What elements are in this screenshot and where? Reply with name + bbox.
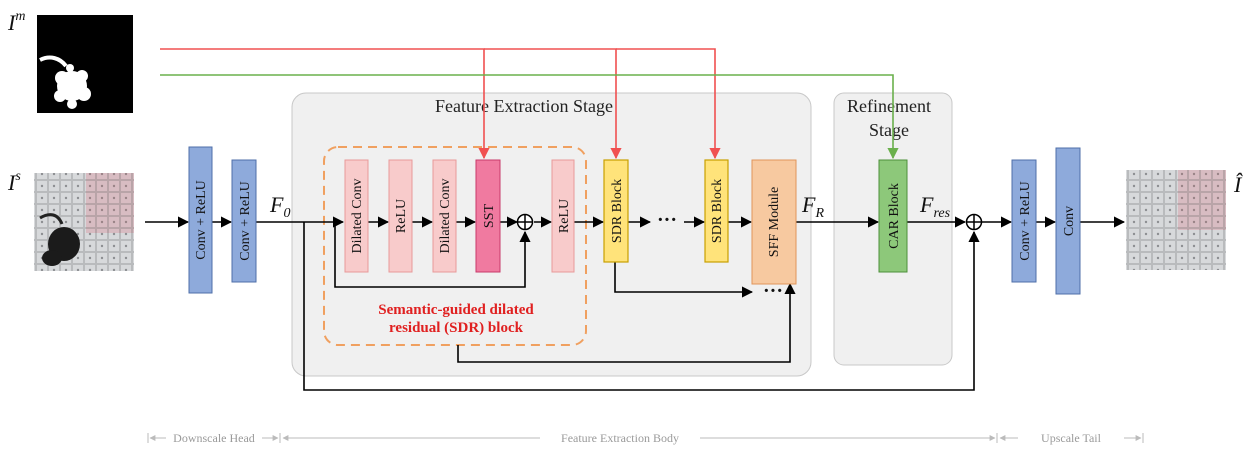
sdr-caption-line1: Semantic-guided dilated — [378, 302, 534, 318]
tail-conv-label: Conv — [1062, 206, 1077, 236]
car-block — [878, 159, 908, 273]
sum-node-global — [965, 213, 983, 231]
body-ellipsis: ··· — [657, 209, 677, 231]
refinement-title-line2: Stage — [869, 120, 909, 140]
footer-downscale-span — [147, 433, 281, 443]
sdr-sst-label: SST — [482, 203, 497, 228]
mask-guide-to-sdr2 — [616, 48, 721, 160]
head-conv-relu-1-label: Conv + ReLU — [194, 180, 209, 259]
image-symbol: Is — [7, 169, 21, 195]
head-conv-relu-1 — [188, 146, 213, 294]
car-block-label: CAR Block — [887, 183, 902, 249]
skip-sdr-to-sff — [457, 282, 796, 363]
footer-body-label: Feature Extraction Body — [561, 431, 679, 445]
sdr-relu-2-label: ReLU — [557, 199, 572, 233]
tail-conv-relu-label: Conv + ReLU — [1018, 181, 1033, 260]
sff-module — [751, 159, 797, 285]
skip-sdr1-to-sff — [614, 262, 754, 298]
sdr-relu-1 — [388, 159, 413, 273]
head-conv-relu-2 — [231, 159, 257, 283]
head-conv-relu-2-label: Conv + ReLU — [238, 181, 253, 260]
sum-node-inner — [516, 213, 534, 231]
sdr-dilated-conv-1 — [344, 159, 369, 273]
sdr-block-1-label: SDR Block — [610, 179, 625, 243]
skip-global — [303, 222, 980, 391]
sdr-block-1 — [603, 159, 629, 263]
footer-upscale-label: Upscale Tail — [1041, 431, 1102, 445]
sdr-relu-1-label: ReLU — [394, 199, 409, 233]
footer-body-span — [282, 433, 998, 443]
sdr-dilated-conv-1-label: Dilated Conv — [350, 178, 365, 253]
footer-upscale-span — [999, 433, 1144, 443]
sdr-dilated-conv-2 — [432, 159, 457, 273]
sdr-block-container — [323, 146, 587, 346]
skip-inner-residual — [334, 222, 531, 288]
output-image — [1126, 170, 1226, 270]
sff-module-label: SFF Module — [767, 187, 782, 257]
sdr-relu-2 — [551, 159, 575, 273]
sdr-caption-line2: residual (SDR) block — [389, 320, 524, 336]
sff-ellipsis: ··· — [763, 280, 783, 302]
mask-symbol: Im — [7, 9, 25, 35]
sdr-dilated-conv-2-label: Dilated Conv — [438, 178, 453, 253]
f0-label: F0 — [269, 192, 290, 221]
feature-extraction-title: Feature Extraction Stage — [435, 96, 613, 116]
tail-conv — [1055, 147, 1081, 295]
tail-conv-relu — [1011, 159, 1037, 283]
sdr-block-2 — [704, 159, 729, 263]
output-symbol: Î — [1233, 172, 1243, 197]
mask-image — [37, 15, 133, 113]
footer-downscale-label: Downscale Head — [173, 431, 255, 445]
sdr-block-2-label: SDR Block — [710, 179, 725, 243]
input-image — [34, 173, 134, 271]
fr-label: FR — [801, 192, 824, 221]
fres-label: Fres — [919, 192, 951, 221]
sdr-sst — [475, 159, 501, 273]
mask-guide-to-car — [160, 74, 899, 160]
refinement-title-line1: Refinement — [847, 96, 931, 116]
